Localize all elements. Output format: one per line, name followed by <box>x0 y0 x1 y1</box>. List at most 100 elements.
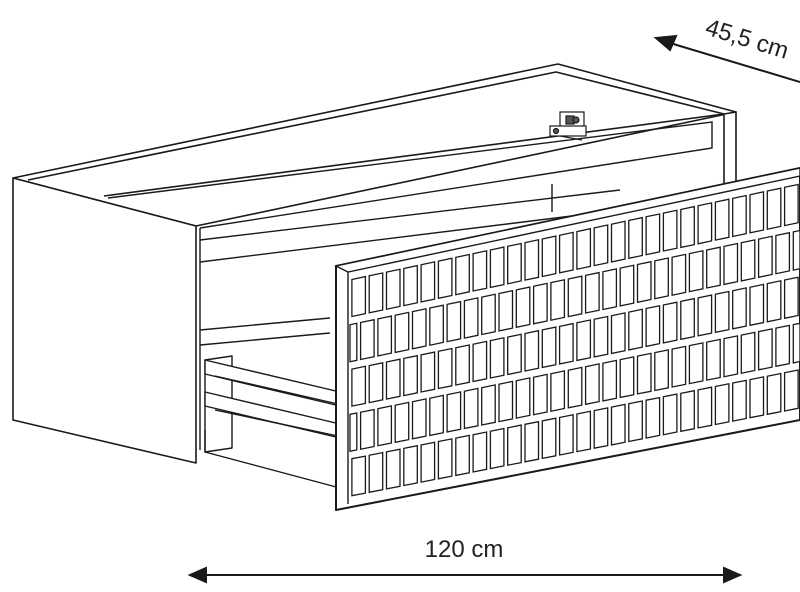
front-tile <box>368 272 384 314</box>
middle-rail-lower <box>199 209 621 263</box>
front-tile <box>714 383 730 426</box>
front-tile <box>541 417 557 460</box>
drawer-bottom <box>204 451 341 489</box>
front-tile <box>481 384 496 426</box>
front-tile <box>628 216 643 260</box>
front-tile <box>558 231 574 274</box>
front-tile <box>576 227 592 270</box>
front-tile <box>567 366 583 409</box>
front-panel <box>333 167 800 511</box>
front-tile <box>524 329 540 372</box>
front-tile <box>766 280 782 323</box>
front-tile <box>619 264 635 307</box>
width-arrowhead-right <box>723 566 743 584</box>
front-tile <box>671 253 687 296</box>
front-tile <box>697 294 713 337</box>
front-tile <box>584 363 600 406</box>
front-tile <box>446 391 462 433</box>
front-tile <box>697 386 713 429</box>
front-tile <box>783 369 799 412</box>
front-tile <box>628 400 643 443</box>
front-tile <box>437 257 453 300</box>
front-tile <box>610 403 626 446</box>
lower-shelf-edge <box>199 332 331 346</box>
width-label: 120 cm <box>425 536 504 563</box>
front-tile <box>619 356 635 399</box>
front-tile <box>749 283 765 327</box>
front-tile <box>368 362 384 404</box>
hinge-hardware <box>549 111 587 141</box>
front-tile <box>515 377 531 419</box>
front-tile <box>541 326 557 369</box>
front-tile <box>602 359 618 402</box>
front-tile <box>385 448 401 490</box>
depth-dimension <box>653 34 800 83</box>
front-tile <box>524 239 540 281</box>
front-tile <box>351 455 367 497</box>
front-tile <box>481 293 496 336</box>
front-tile <box>411 398 427 440</box>
front-tile <box>680 389 695 433</box>
front-tile <box>757 328 773 371</box>
front-tile <box>351 365 367 407</box>
front-tile <box>593 407 609 449</box>
front-tile <box>740 239 756 282</box>
front-tile <box>420 351 436 393</box>
front-tile <box>576 410 592 453</box>
front-tile <box>610 220 626 263</box>
front-tile <box>524 420 540 463</box>
front-tile <box>740 331 756 374</box>
front-tile <box>723 335 739 378</box>
front-tile <box>420 441 436 483</box>
front-tile <box>783 183 799 227</box>
middle-rail <box>199 189 621 241</box>
front-tile <box>654 349 669 392</box>
front-tile <box>576 319 592 362</box>
front-tile <box>446 300 462 343</box>
front-tile <box>463 297 479 339</box>
front-tile <box>472 431 488 473</box>
front-tile <box>507 333 522 376</box>
front-tile <box>636 260 652 304</box>
cabinet-interior <box>107 121 713 450</box>
front-tile <box>541 235 557 278</box>
front-tile <box>775 231 791 275</box>
front-tile <box>662 301 678 344</box>
front-tile <box>429 304 444 346</box>
front-tile <box>532 373 548 416</box>
front-tile <box>498 289 514 332</box>
front-tile <box>706 246 721 289</box>
front-tile <box>359 318 375 361</box>
front-tile <box>359 408 375 450</box>
front-tile <box>472 249 488 292</box>
front-tile <box>532 282 548 325</box>
front-tile <box>489 427 505 470</box>
front-tile <box>437 347 453 390</box>
front-tile <box>349 412 358 453</box>
front-tile <box>567 275 583 318</box>
front-tile <box>351 275 367 318</box>
front-tile <box>550 370 566 412</box>
front-tile <box>429 394 444 437</box>
front-tile <box>766 187 782 230</box>
front-tile <box>688 250 704 293</box>
front-tile <box>550 279 566 321</box>
front-tile <box>584 271 600 314</box>
top-rail <box>107 121 713 229</box>
front-tile <box>697 202 713 245</box>
front-tile <box>455 434 470 477</box>
front-tile <box>403 264 418 307</box>
front-tile <box>368 451 384 494</box>
front-tile <box>645 396 661 439</box>
front-tile <box>628 308 643 351</box>
front-tile <box>411 308 427 350</box>
lower-shelf <box>199 317 331 331</box>
front-tile <box>394 401 410 444</box>
front-tile <box>732 287 747 330</box>
front-tile <box>645 305 661 348</box>
front-tile <box>714 290 730 334</box>
front-tile <box>654 257 669 300</box>
tile-grid <box>349 183 800 497</box>
front-tile <box>732 379 747 422</box>
